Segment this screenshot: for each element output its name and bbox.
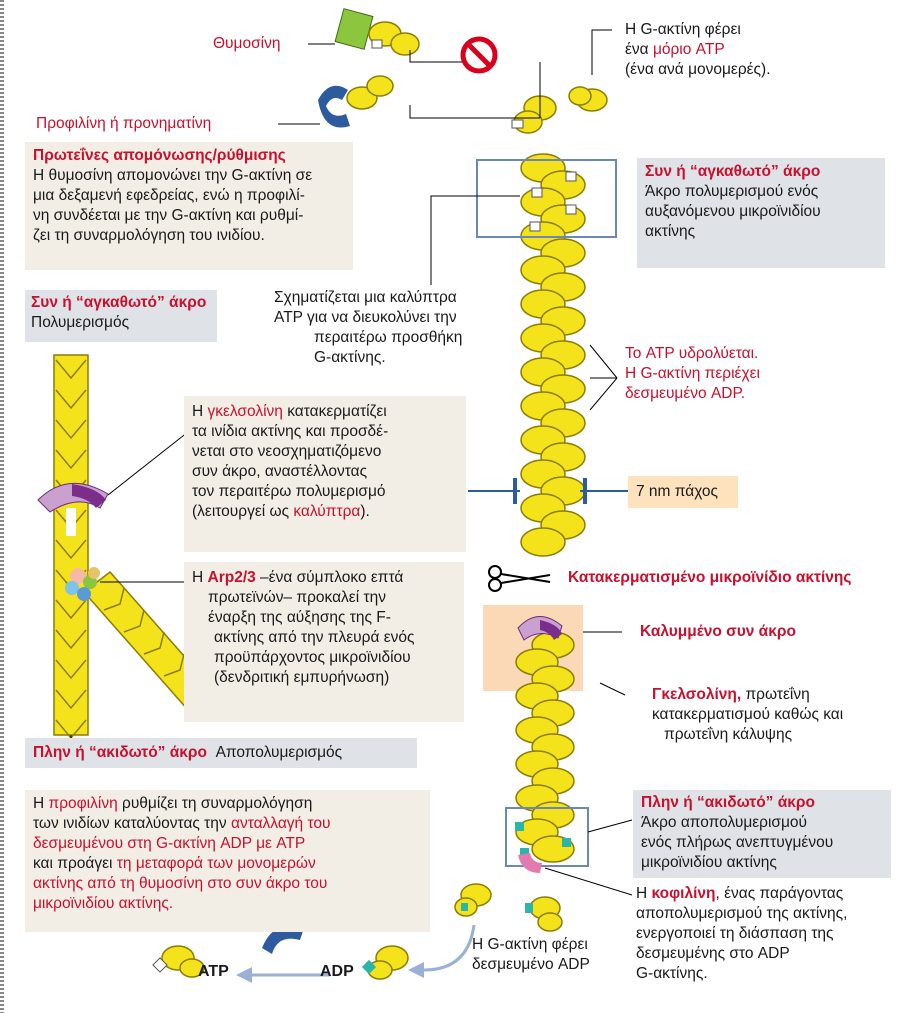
actin-monomer (520, 527, 566, 557)
filament-chevron (123, 609, 145, 633)
scissors-icon (488, 565, 551, 592)
gelsolin-cap-right (517, 616, 563, 641)
no-entry-icon (460, 36, 498, 74)
filament-chevron (103, 587, 125, 611)
thymosin-label: Θυμοσίνη (213, 35, 281, 52)
cofilin-text: Η κοφιλίνη, ένας παράγοντας αποπολυμερισ… (636, 885, 848, 982)
profilin-box: Η προφιλίνη ρυθμίζει τη συναρμολόγηση τω… (25, 790, 430, 932)
adp-marker (515, 822, 524, 831)
atp-cap-marker (531, 187, 543, 198)
filament-chevron (55, 449, 87, 470)
released-g-actin-adp (454, 883, 563, 932)
actin-filament-right (520, 153, 586, 557)
profilin-bottom-icon (262, 925, 304, 954)
atp-label: ATP (198, 963, 229, 980)
cofilin-icon (518, 853, 542, 873)
filament-chevron (55, 689, 87, 710)
adp-label: ADP (320, 963, 354, 980)
profilin-icon (318, 75, 394, 128)
gelsolin-right-text: Γκελσολίνη, πρωτεΐνη κατακερματισμού καθ… (652, 686, 844, 743)
gelsolin-cap-left (37, 482, 109, 536)
filament-chevron (55, 539, 87, 560)
filament-chevron (55, 659, 87, 680)
minus-end-box (505, 807, 589, 867)
atp-cap-marker (565, 171, 577, 182)
filament-chevron (55, 359, 87, 380)
atp-cap-text: Σχηματίζεται μια καλύπτρα ATP για να διε… (274, 289, 463, 366)
thymosin-icon (334, 8, 420, 56)
sequestering-proteins-box: Πρωτεΐνες απομόνωσης/ρύθμισης Η θυμοσίνη… (25, 142, 353, 270)
g-actin-atp-text: Η G-ακτίνη φέρει ένα μόριο ATP (ένα ανά … (625, 21, 771, 78)
g-actin-atp-monomer (511, 86, 608, 134)
filament-chevron (55, 419, 87, 440)
gelsolin-left-box: Η γκελσολίνη κατακερματίζει τα ινίδια ακ… (184, 396, 466, 552)
plus-end-left-box: Συν ή “αγκαθωτό” άκρο Πολυμερισμός (25, 290, 217, 342)
plus-end-box (476, 159, 617, 238)
atp-cap-marker (529, 221, 541, 232)
adp-marker (562, 838, 571, 847)
minus-end-right-box: Πλην ή “ακιδωτό” άκρο Άκρο αποπολυμερισμ… (633, 790, 891, 878)
adp-marker (520, 848, 529, 857)
filament-chevron (143, 631, 165, 655)
adp-monomer-bottom (361, 945, 409, 980)
filament-chevron (163, 653, 185, 677)
capped-plus-end-label: Καλυμμένο συν άκρο (640, 623, 796, 640)
filament-chevron (55, 629, 87, 650)
atp-hydrolysis-text: Το ATP υδρολύεται. Η G-ακτίνη περιέχει δ… (625, 345, 760, 402)
plus-end-right-box: Συν ή “αγκαθωτό” άκρο Άκρο πολυμερισμού … (637, 158, 885, 268)
actin-filament-left (53, 354, 216, 750)
fragmented-filament-label: Κατακερματισμένο μικροϊνίδιο ακτίνης (568, 569, 852, 586)
left-border (0, 0, 4, 1013)
atp-cap-marker (565, 204, 577, 215)
filament-chevron (55, 389, 87, 410)
actin-filament-lower (515, 631, 575, 863)
minus-end-left-box: Πλην ή “ακιδωτό” άκρο Αποπολυμερισμός (25, 738, 417, 768)
atp-monomer-bottom (152, 945, 205, 978)
filament-chevron (55, 599, 87, 620)
arp23-box: Η Arp2/3 –ένα σύμπλοκο επτά πρωτεϊνών– π… (184, 562, 464, 722)
profilin-label: Προφιλίνη ή προνηματίνη (36, 115, 212, 132)
arp23-complex-icon (65, 567, 100, 601)
g-actin-adp-text: Η G-ακτίνη φέρει δεσμευμένο ADP (472, 936, 590, 973)
thickness-label: 7 nm πάχος (628, 476, 738, 508)
